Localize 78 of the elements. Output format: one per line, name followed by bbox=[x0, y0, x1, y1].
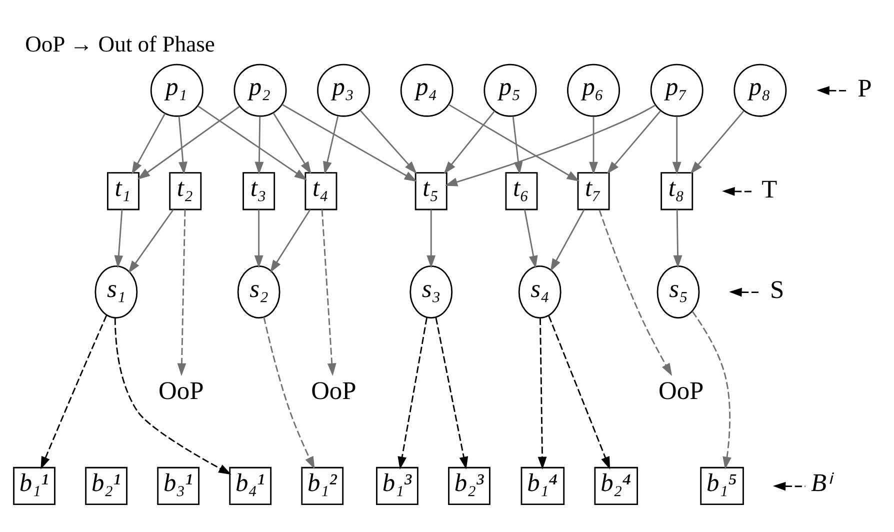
arrow bbox=[729, 288, 762, 297]
arrow bbox=[672, 116, 682, 175]
node-box: t₆ bbox=[505, 172, 538, 210]
arrow bbox=[426, 210, 436, 268]
arrow bbox=[254, 210, 264, 268]
arrow bbox=[272, 112, 312, 174]
node-text: OoP bbox=[658, 376, 704, 405]
node-circle: p₈ bbox=[734, 64, 787, 117]
arrow bbox=[538, 318, 547, 470]
node-box: t₈ bbox=[660, 172, 694, 210]
arrow bbox=[816, 86, 849, 96]
node-box: b₁⁴ bbox=[520, 466, 565, 506]
arrow bbox=[40, 315, 108, 470]
arrow bbox=[548, 315, 610, 470]
node-box: t₇ bbox=[577, 172, 610, 210]
arrow bbox=[598, 210, 672, 376]
node-box: t₁ bbox=[107, 172, 140, 210]
arrow bbox=[254, 116, 264, 175]
arrow bbox=[673, 210, 682, 268]
node-text: OoP bbox=[311, 376, 356, 405]
node-box: b₂³ bbox=[448, 466, 490, 506]
node-circle: p₄ bbox=[400, 64, 454, 117]
arrow bbox=[114, 318, 232, 475]
arrow bbox=[444, 104, 656, 186]
node-box: b₄¹ bbox=[229, 466, 272, 506]
node-circle: p₇ bbox=[650, 64, 704, 117]
arrow bbox=[132, 113, 166, 174]
arrow bbox=[270, 209, 311, 273]
arrow bbox=[722, 186, 754, 196]
arrow bbox=[198, 106, 308, 180]
arrow bbox=[550, 209, 585, 272]
node-circle: p₆ bbox=[567, 64, 620, 117]
arrow bbox=[772, 482, 806, 491]
arrow bbox=[321, 209, 336, 376]
node-circle: p₅ bbox=[484, 64, 537, 117]
arrow bbox=[606, 110, 661, 174]
node-circle: p₃ bbox=[317, 64, 370, 117]
node-box: b₁⁵ bbox=[700, 466, 744, 506]
arrow bbox=[128, 209, 174, 274]
arrow bbox=[282, 104, 418, 182]
arrow bbox=[589, 116, 598, 175]
node-ellipse: s₃ bbox=[410, 265, 453, 318]
arrow bbox=[323, 116, 339, 174]
node-box: b₂¹ bbox=[85, 466, 128, 506]
diagram-title: OoP → Out of Phase bbox=[25, 31, 215, 56]
node-box: t₅ bbox=[414, 172, 448, 210]
arrow bbox=[692, 311, 732, 470]
node-box: b₁² bbox=[301, 466, 344, 506]
node-circle: p₂ bbox=[234, 64, 287, 117]
node-box: b₃¹ bbox=[157, 466, 200, 506]
node-box: b₁¹ bbox=[13, 466, 56, 506]
arrow bbox=[444, 110, 496, 174]
arrow bbox=[448, 104, 580, 182]
arrow bbox=[512, 116, 523, 175]
node-text: T bbox=[762, 175, 778, 204]
arrow bbox=[360, 110, 417, 174]
node-box: b₂⁴ bbox=[594, 466, 638, 506]
arrow bbox=[114, 210, 124, 268]
node-box: t₄ bbox=[304, 172, 338, 210]
node-text: OoP bbox=[158, 376, 204, 405]
node-circle: p₁ bbox=[150, 64, 204, 117]
arrow bbox=[263, 317, 315, 470]
node-ellipse: s₂ bbox=[237, 265, 280, 318]
node-text: S bbox=[770, 276, 784, 304]
arrow bbox=[398, 317, 428, 470]
node-ellipse: s₅ bbox=[656, 265, 700, 318]
arrow bbox=[177, 210, 186, 376]
node-text: P bbox=[858, 74, 872, 103]
arrow bbox=[690, 110, 744, 174]
arrow bbox=[178, 116, 188, 175]
arrow bbox=[524, 210, 538, 268]
arrow bbox=[137, 106, 240, 180]
node-box: b₁³ bbox=[376, 466, 418, 506]
node-box: t₃ bbox=[242, 172, 276, 210]
arrow bbox=[435, 317, 468, 470]
node-ellipse: s₄ bbox=[518, 265, 562, 318]
node-box: t₂ bbox=[169, 172, 202, 210]
node-ellipse: s₁ bbox=[94, 265, 138, 318]
